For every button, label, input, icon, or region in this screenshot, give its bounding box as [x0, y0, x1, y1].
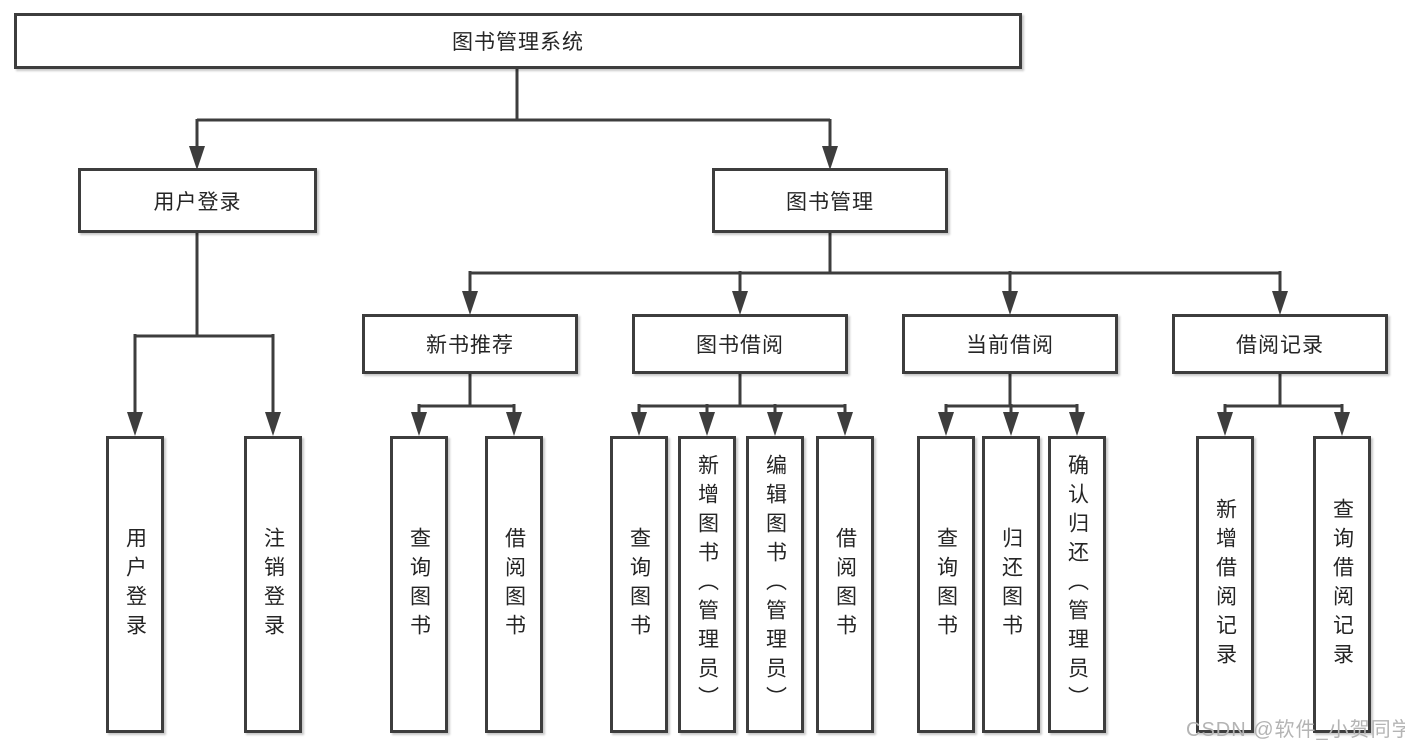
leaf-borrow-books-recommend-label: 借阅图书: [502, 526, 526, 643]
leaf-query-books-borrow-label: 查询图书: [627, 526, 651, 643]
leaf-user-login: 用户登录: [106, 436, 164, 733]
leaf-query-books-recommend: 查询图书: [390, 436, 448, 733]
leaf-add-borrow-record: 新增借阅记录: [1196, 436, 1254, 733]
leaf-confirm-return-admin-label: 确认归还（管理员）: [1065, 454, 1089, 715]
leaf-add-books-admin-label: 新增图书（管理员）: [695, 454, 719, 715]
leaf-borrow-books-borrow: 借阅图书: [816, 436, 874, 733]
leaf-confirm-return-admin: 确认归还（管理员）: [1048, 436, 1106, 733]
leaf-edit-books-admin-label: 编辑图书（管理员）: [763, 454, 787, 715]
watermark: CSDN @软件_小贺同学: [1186, 719, 1405, 741]
leaf-add-books-admin: 新增图书（管理员）: [678, 436, 736, 733]
leaf-return-books-label: 归还图书: [999, 526, 1023, 643]
node-book-borrowing: 图书借阅: [632, 314, 848, 374]
leaf-query-books-recommend-label: 查询图书: [407, 526, 431, 643]
leaf-query-books-current-label: 查询图书: [934, 526, 958, 643]
leaf-borrow-books-borrow-label: 借阅图书: [833, 526, 857, 643]
leaf-query-books-borrow: 查询图书: [610, 436, 668, 733]
node-current-borrowing: 当前借阅: [902, 314, 1118, 374]
node-root: 图书管理系统: [14, 13, 1022, 69]
leaf-logout-login-label: 注销登录: [261, 526, 285, 643]
leaf-query-books-current: 查询图书: [917, 436, 975, 733]
leaf-edit-books-admin: 编辑图书（管理员）: [746, 436, 804, 733]
node-user-login: 用户登录: [78, 168, 317, 233]
leaf-query-borrow-record-label: 查询借阅记录: [1330, 497, 1354, 672]
leaf-return-books: 归还图书: [982, 436, 1040, 733]
leaf-add-borrow-record-label: 新增借阅记录: [1213, 497, 1237, 672]
node-new-book-recommend: 新书推荐: [362, 314, 578, 374]
leaf-borrow-books-recommend: 借阅图书: [485, 436, 543, 733]
leaf-logout-login: 注销登录: [244, 436, 302, 733]
leaf-user-login-label: 用户登录: [123, 526, 147, 643]
leaf-query-borrow-record: 查询借阅记录: [1313, 436, 1371, 733]
node-borrow-records: 借阅记录: [1172, 314, 1388, 374]
node-book-management: 图书管理: [712, 168, 948, 233]
